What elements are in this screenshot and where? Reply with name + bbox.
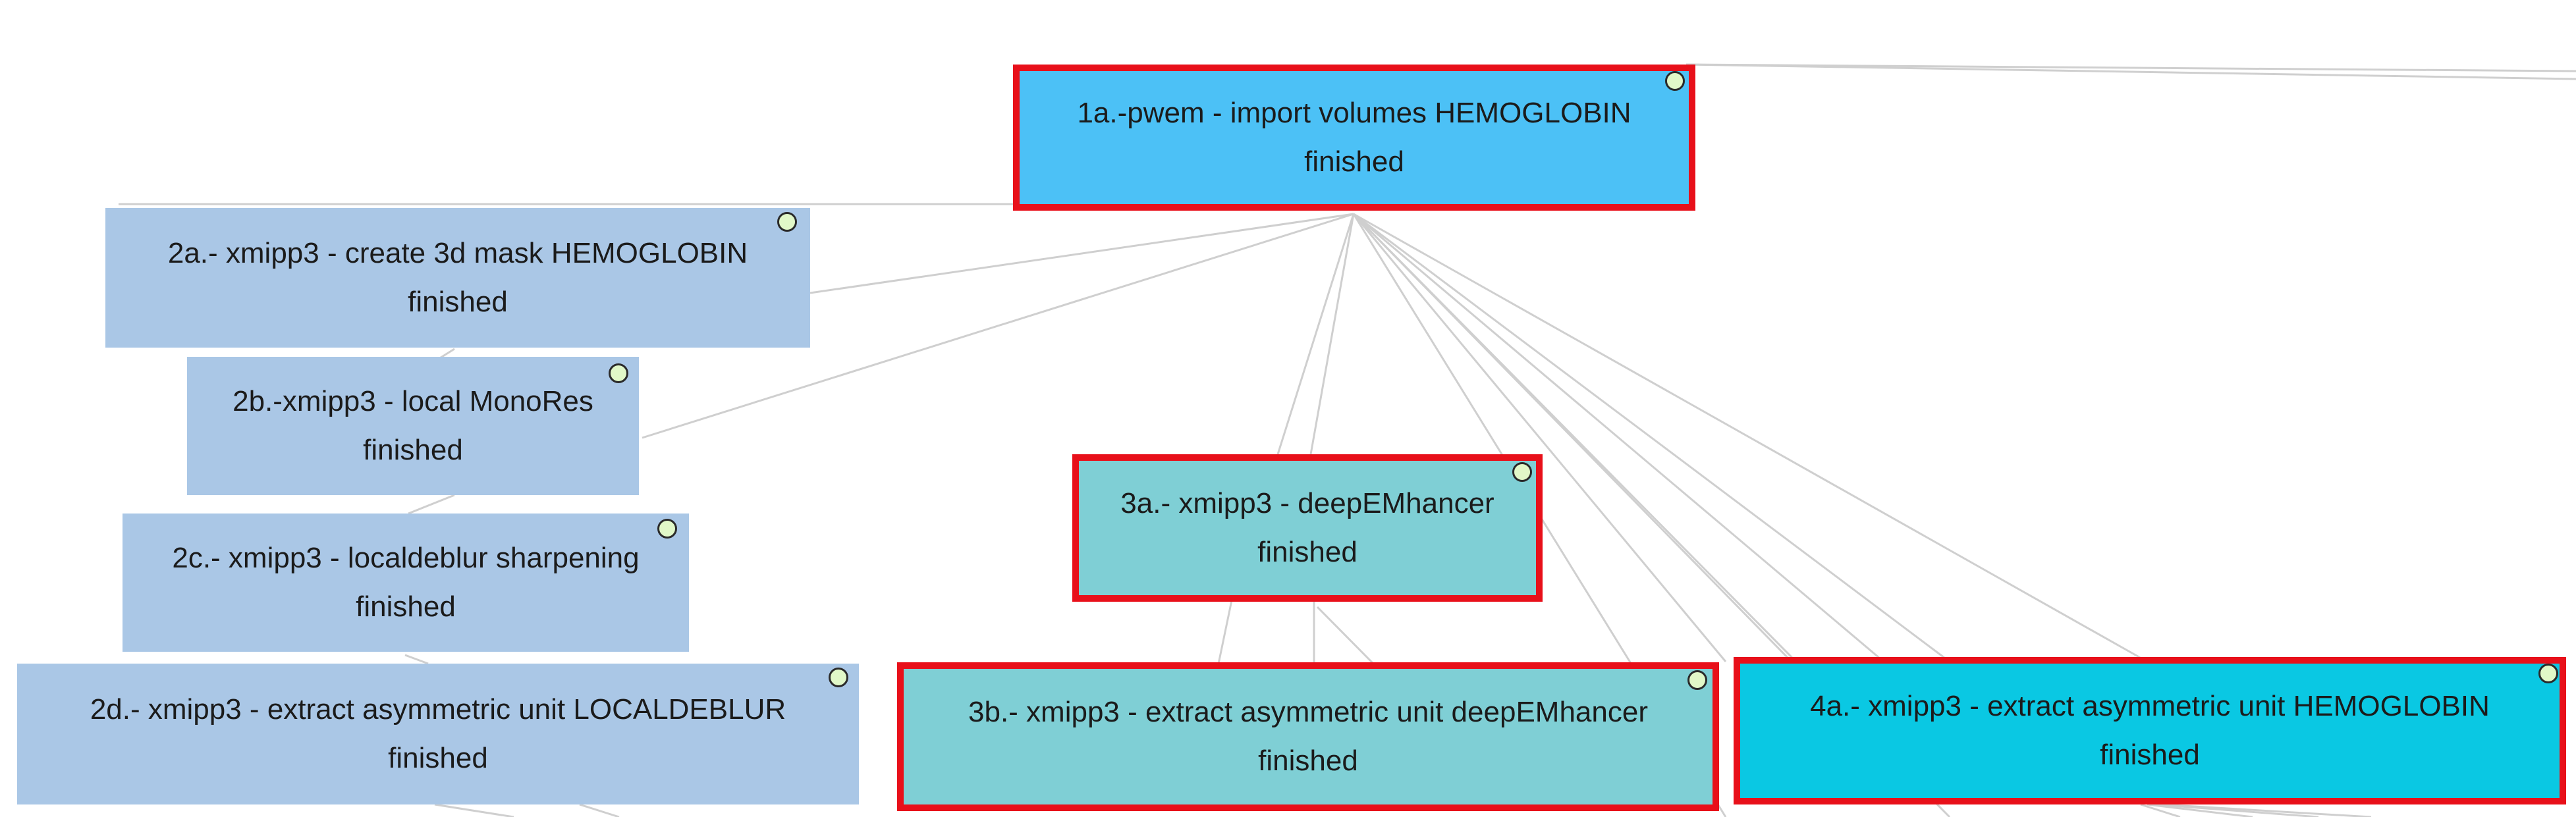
protocol-label: 3a.- xmipp3 - deepEMhancer	[1120, 487, 1494, 519]
protocol-status: finished	[1258, 745, 1358, 777]
edge	[1353, 213, 2148, 663]
edge	[1685, 63, 2576, 72]
protocol-label: 3b.- xmipp3 - extract asymmetric unit de…	[968, 696, 1648, 728]
status-dot-icon	[2538, 664, 2558, 683]
protocol-node-2b[interactable]: 2b.-xmipp3 - local MonoRes finished	[187, 357, 639, 495]
edge	[404, 654, 429, 665]
status-dot-icon	[609, 363, 628, 383]
status-dot-icon	[829, 668, 848, 687]
protocol-label: 2c.- xmipp3 - localdeblur sharpening	[172, 542, 640, 574]
protocol-label: 2d.- xmipp3 - extract asymmetric unit LO…	[90, 693, 786, 725]
edge	[434, 803, 514, 817]
edge	[1353, 213, 1950, 663]
protocol-node-2c[interactable]: 2c.- xmipp3 - localdeblur sharpening fin…	[123, 514, 689, 652]
protocol-status: finished	[408, 286, 508, 318]
edge	[1353, 213, 1884, 663]
status-dot-icon	[1512, 462, 1532, 482]
edge	[1309, 213, 1355, 455]
protocol-node-4a[interactable]: 4a.- xmipp3 - extract asymmetric unit HE…	[1734, 657, 2566, 804]
protocol-node-3b[interactable]: 3b.- xmipp3 - extract asymmetric unit de…	[897, 662, 1719, 811]
protocol-status: finished	[2100, 739, 2200, 771]
edge	[2140, 803, 2181, 817]
protocol-node-1a[interactable]: 1a.-pwem - import volumes HEMOGLOBIN fin…	[1013, 65, 1695, 211]
protocol-status: finished	[356, 591, 456, 623]
protocol-label: 2a.- xmipp3 - create 3d mask HEMOGLOBIN	[167, 237, 748, 269]
protocol-node-3a[interactable]: 3a.- xmipp3 - deepEMhancer finished	[1072, 454, 1543, 602]
protocol-status: finished	[1257, 536, 1357, 568]
edge	[1276, 213, 1355, 455]
protocol-node-2a[interactable]: 2a.- xmipp3 - create 3d mask HEMOGLOBIN …	[105, 208, 810, 348]
status-dot-icon	[777, 212, 797, 232]
protocol-label: 2b.-xmipp3 - local MonoRes	[233, 385, 593, 417]
edge	[1217, 600, 1233, 664]
protocol-label: 4a.- xmipp3 - extract asymmetric unit HE…	[1810, 690, 2490, 722]
edge	[2147, 803, 2253, 817]
edge	[1316, 606, 1375, 665]
edge	[642, 213, 1354, 439]
protocol-label: 1a.-pwem - import volumes HEMOGLOBIN	[1077, 97, 1631, 129]
status-dot-icon	[657, 519, 677, 539]
edge	[579, 803, 620, 817]
protocol-status: finished	[363, 434, 463, 466]
protocol-status: finished	[388, 742, 488, 774]
protocol-status: finished	[1304, 145, 1404, 178]
edge	[809, 213, 1354, 294]
edge	[408, 494, 455, 515]
status-dot-icon	[1687, 670, 1707, 690]
edge	[1352, 213, 1727, 662]
edge	[1685, 63, 2576, 80]
edge	[2160, 803, 2372, 817]
protocol-node-2d[interactable]: 2d.- xmipp3 - extract asymmetric unit LO…	[17, 664, 859, 804]
status-dot-icon	[1665, 71, 1685, 91]
